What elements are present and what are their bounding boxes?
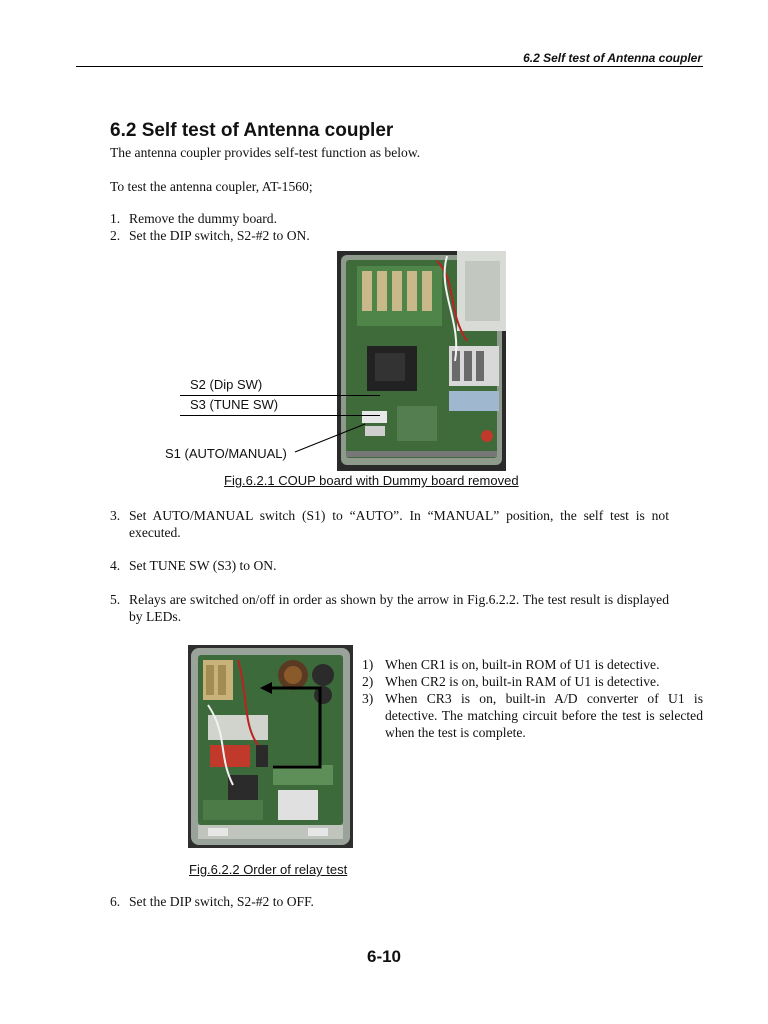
step-text: Relays are switched on/off in order as s…: [129, 592, 669, 624]
running-header: 6.2 Self test of Antenna coupler: [523, 51, 702, 65]
step-5: 5. Relays are switched on/off in order a…: [110, 591, 670, 625]
note-number: 1): [362, 657, 374, 672]
relay-test-photo: [188, 645, 353, 848]
step-number: 1.: [110, 211, 121, 226]
lead-text: To test the antenna coupler, AT-1560;: [110, 179, 313, 194]
step-text: Set TUNE SW (S3) to ON.: [129, 558, 277, 573]
label-s2-dip-sw: S2 (Dip SW): [190, 377, 263, 392]
label-s3-tune-sw: S3 (TUNE SW): [190, 397, 279, 412]
note-number: 3): [362, 691, 374, 706]
figure-6-2-1-caption: Fig.6.2.1 COUP board with Dummy board re…: [224, 473, 519, 488]
section-title: 6.2 Self test of Antenna coupler: [110, 120, 394, 141]
step-number: 2.: [110, 228, 121, 243]
step-number: 5.: [110, 592, 121, 607]
intro-text: The antenna coupler provides self-test f…: [110, 145, 421, 160]
header-rule: [76, 66, 703, 67]
note-text: When CR2 is on, built-in RAM of U1 is de…: [385, 674, 660, 689]
step-text: Set the DIP switch, S2-#2 to OFF.: [129, 894, 314, 909]
step-number: 3.: [110, 508, 121, 523]
note-text: When CR1 is on, built-in ROM of U1 is de…: [385, 657, 660, 672]
page-number: 6-10: [366, 947, 402, 966]
leader-line-s3: [180, 415, 380, 416]
note-number: 2): [362, 674, 374, 689]
coup-board-photo: [337, 251, 506, 471]
leader-line-s1: [294, 423, 366, 453]
label-s1-auto-manual: S1 (AUTO/MANUAL): [165, 446, 287, 461]
step-number: 6.: [110, 894, 121, 909]
step-3: 3. Set AUTO/MANUAL switch (S1) to “AUTO”…: [110, 507, 670, 541]
note-3: 3) When CR3 is on, built-in A/D converte…: [362, 690, 704, 741]
step-text: Set AUTO/MANUAL switch (S1) to “AUTO”. I…: [129, 508, 669, 540]
step-text: Remove the dummy board.: [129, 211, 277, 226]
note-text: When CR3 is on, built-in A/D converter o…: [385, 691, 703, 740]
step-text: Set the DIP switch, S2-#2 to ON.: [129, 228, 310, 243]
leader-line-s2: [180, 395, 380, 396]
figure-6-2-2-caption: Fig.6.2.2 Order of relay test: [189, 862, 348, 877]
step-number: 4.: [110, 558, 121, 573]
